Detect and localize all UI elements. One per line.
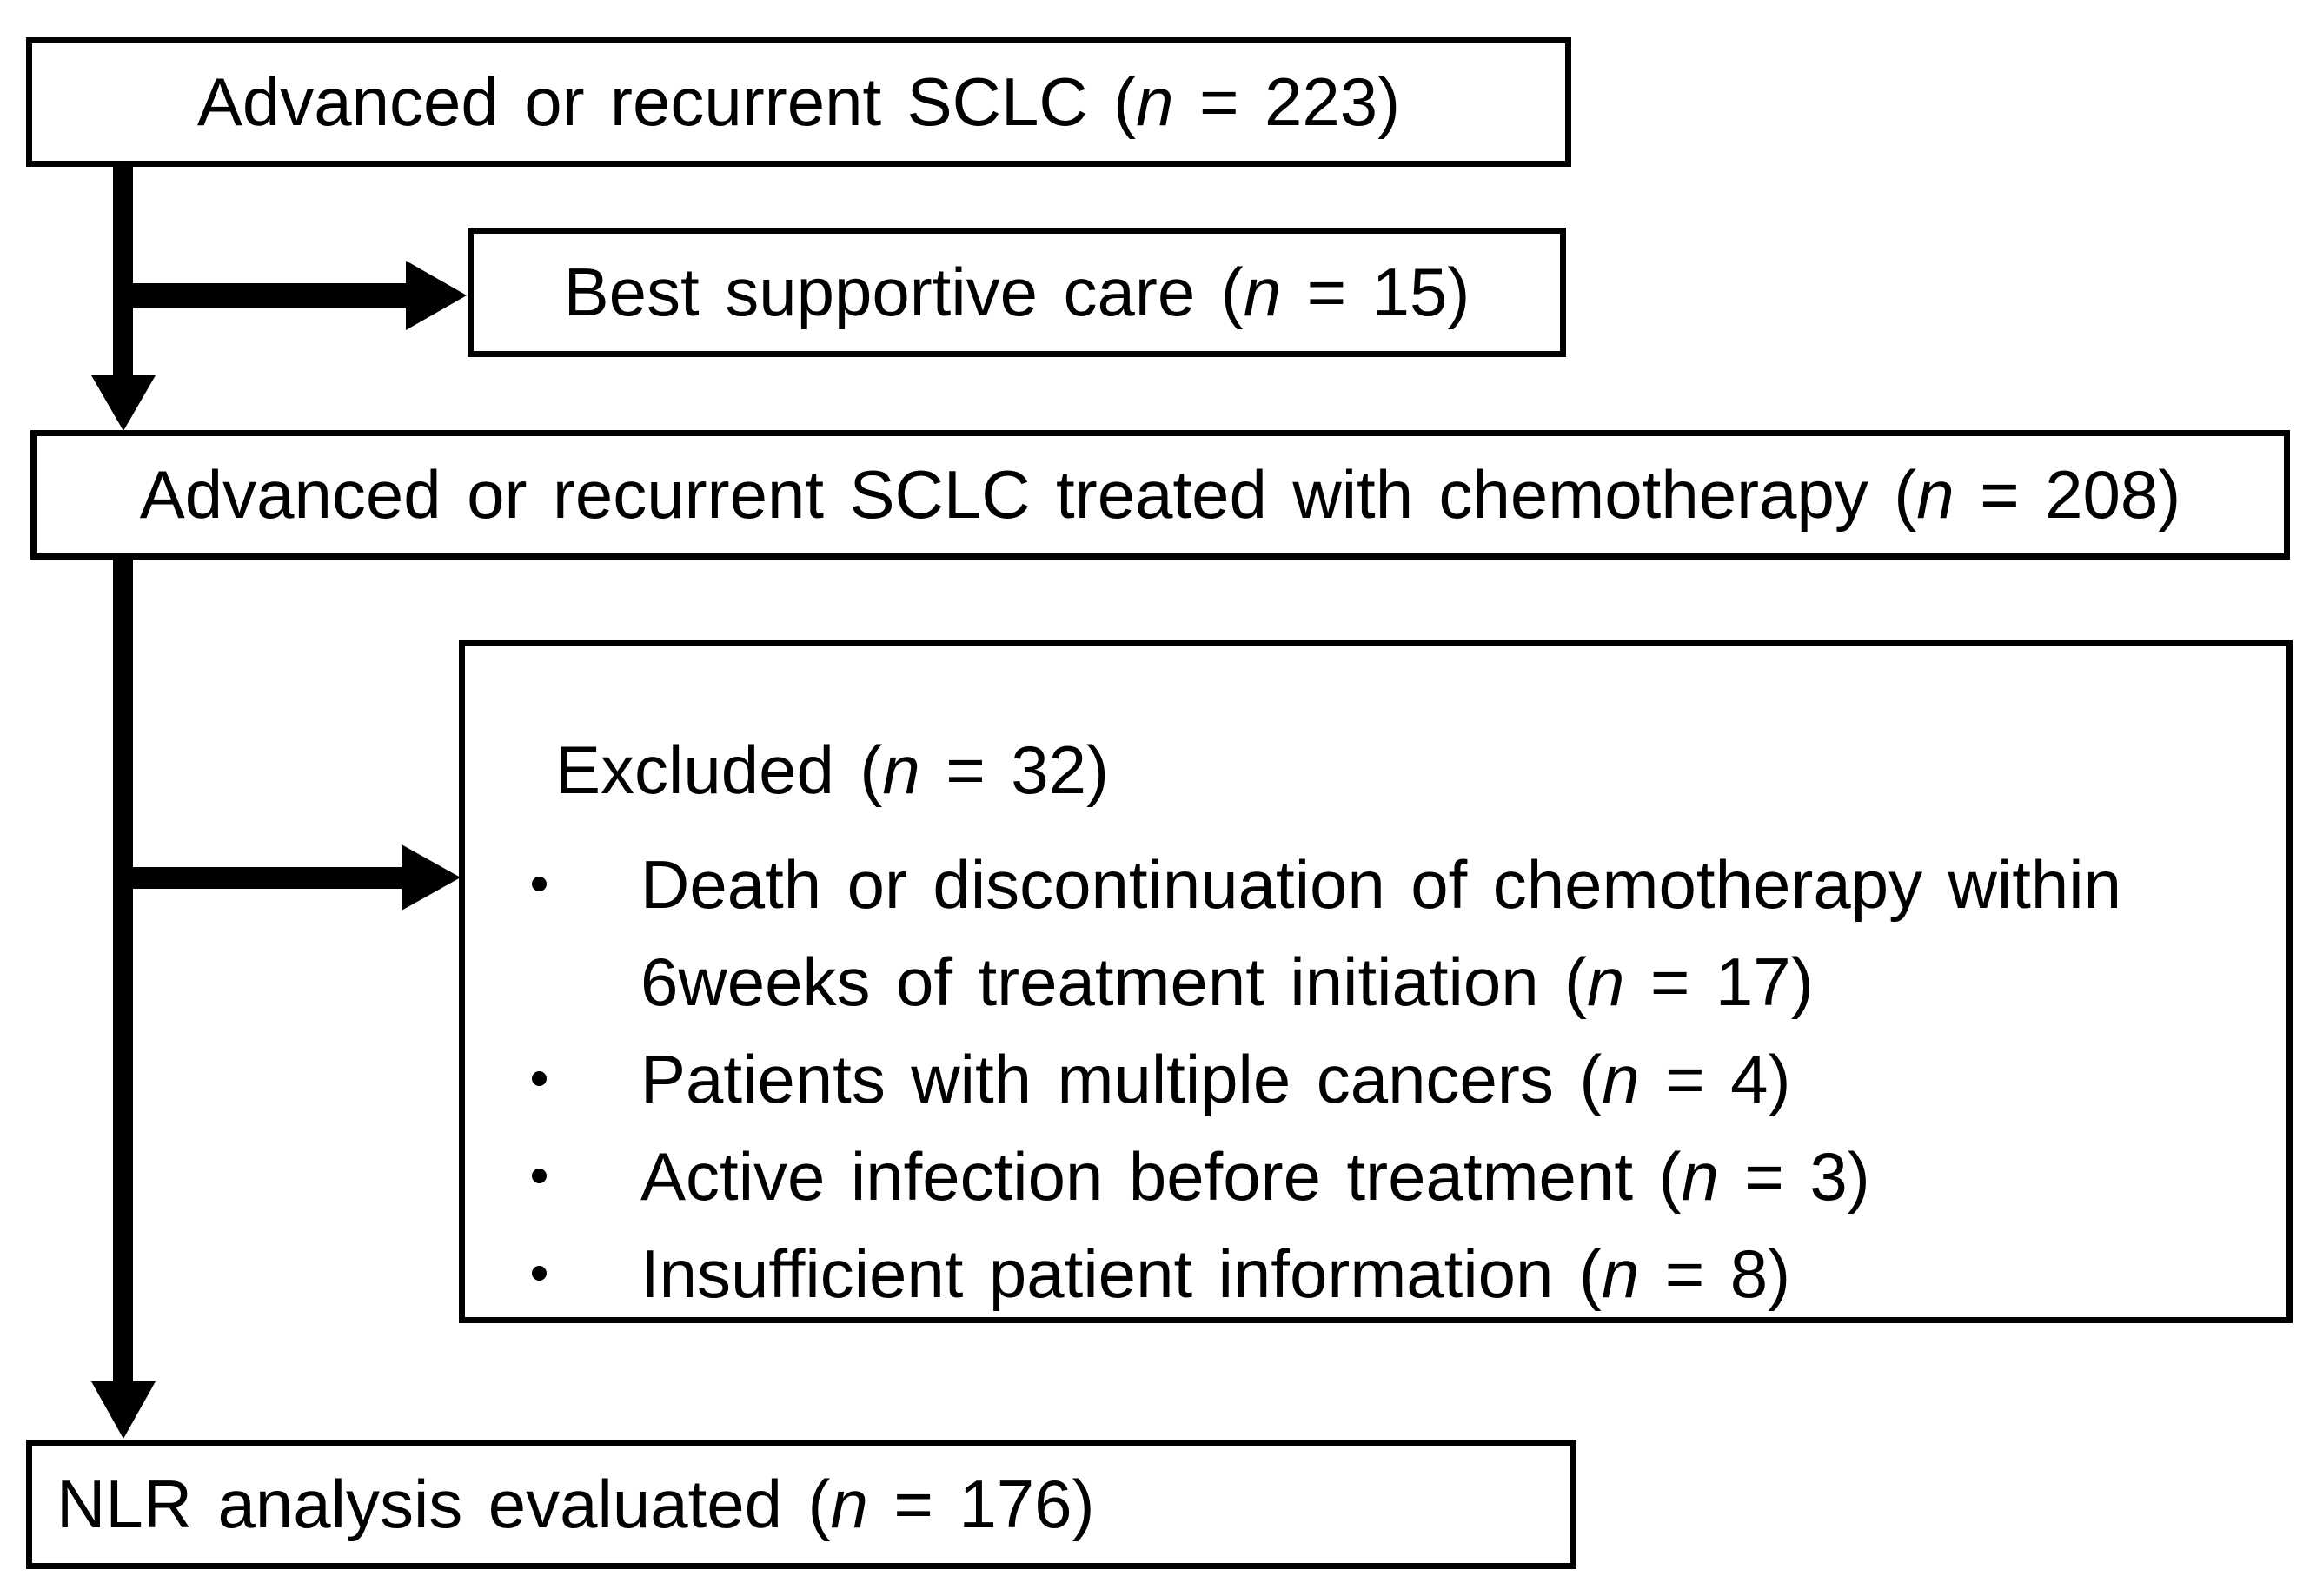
box-best-supportive-care-label: Best supportive care (n = 15) <box>563 253 1470 330</box>
excluded-item-active-infection: Active infection before treatment (n = 3… <box>465 1128 2271 1225</box>
arrow-branch-excluded-shaft <box>123 867 406 889</box>
arrow-branch-excluded-head-icon <box>402 844 461 911</box>
box-advanced-sclc: Advanced or recurrent SCLC (n = 223) <box>26 37 1571 167</box>
box-excluded: Excluded (n = 32) Death or discontinuati… <box>459 640 2293 1323</box>
arrow-down-to-nlr-shaft <box>113 559 133 1386</box>
box-best-supportive-care: Best supportive care (n = 15) <box>468 228 1566 357</box>
box-nlr-analysis-label: NLR analysis evaluated (n = 176) <box>56 1465 1095 1542</box>
arrow-down-to-chemotherapy-head-icon <box>91 375 156 431</box>
excluded-item-multiple-cancers: Patients with multiple cancers (n = 4) <box>465 1030 2271 1128</box>
arrow-down-to-chemotherapy-shaft <box>113 166 133 379</box>
arrow-branch-best-supportive-care-head-icon <box>406 261 467 330</box>
excluded-item-death-or-discontinuation: Death or discontinuation of chemotherapy… <box>465 836 2271 1030</box>
arrow-branch-best-supportive-care-shaft <box>123 283 410 308</box>
excluded-list: Death or discontinuation of chemotherapy… <box>465 836 2271 1322</box>
arrow-down-to-nlr-head-icon <box>91 1381 156 1439</box>
box-chemotherapy: Advanced or recurrent SCLC treated with … <box>30 430 2290 560</box>
excluded-heading: Excluded (n = 32) <box>555 732 1109 808</box>
box-nlr-analysis: NLR analysis evaluated (n = 176) <box>26 1440 1576 1569</box>
box-advanced-sclc-label: Advanced or recurrent SCLC (n = 223) <box>196 63 1401 140</box>
box-chemotherapy-label: Advanced or recurrent SCLC treated with … <box>139 455 2181 533</box>
excluded-item-insufficient-information: Insufficient patient information (n = 8) <box>465 1225 2271 1322</box>
